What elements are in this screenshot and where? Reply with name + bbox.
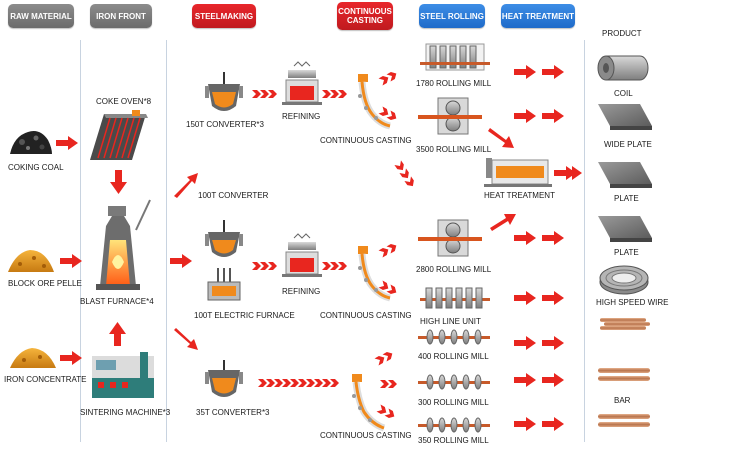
header-continuous-casting: CONTINUOUS CASTING — [337, 2, 393, 30]
plate-icon — [598, 162, 652, 188]
label-2800-mill: 2800 ROLLING MILL — [416, 265, 492, 274]
ore-pile-icon — [8, 250, 54, 272]
arrow-dashed — [252, 262, 277, 270]
label-400-mill: 400 ROLLING MILL — [418, 352, 489, 361]
arrow-dashed — [374, 350, 397, 420]
bar-icon — [598, 414, 650, 427]
label-wide-plate: WIDE PLATE — [604, 140, 652, 149]
sintering-machine-icon — [92, 352, 154, 398]
label-refining-top: REFINING — [282, 112, 321, 121]
label-35t-converter: 35T CONVERTER*3 — [196, 408, 270, 417]
label-blast-furnace: BLAST FURNACE*4 — [80, 297, 154, 306]
arrow-dashed — [322, 262, 347, 270]
divider-line — [80, 40, 81, 442]
rolling-mill-icon — [418, 417, 490, 433]
label-block-ore: BLOCK ORE PELLE — [8, 279, 82, 288]
label-electric-furnace: 100T ELECTRIC FURNACE — [194, 311, 295, 320]
label-3500-mill: 3500 ROLLING MILL — [416, 145, 492, 154]
header-steelmaking: STEELMAKING — [192, 4, 256, 28]
arrow-dashed — [378, 242, 399, 296]
rolling-mill-icon — [418, 374, 490, 390]
converter-icon — [205, 72, 243, 111]
caster-icon — [358, 74, 391, 130]
rolling-mill-icon — [420, 287, 490, 309]
divider-line — [584, 40, 585, 442]
arrow-dashed — [258, 379, 339, 387]
bar-icon — [600, 318, 650, 330]
bar-icon — [598, 368, 650, 381]
label-casting-top: CONTINUOUS CASTING — [320, 136, 412, 145]
label-coking-coal: COKING COAL — [8, 163, 64, 172]
label-350-mill: 350 ROLLING MILL — [418, 436, 489, 445]
refining-icon — [282, 61, 322, 105]
label-iron-concentrate: IRON CONCENTRATE — [4, 375, 87, 384]
arrow-dashed — [322, 90, 347, 98]
rolling-mill-icon — [420, 43, 490, 71]
label-150t-converter: 150T CONVERTER*3 — [186, 120, 264, 129]
coal-pile-icon — [10, 131, 52, 154]
label-product-title: PRODUCT — [602, 29, 642, 38]
caster-icon — [358, 246, 391, 302]
header-heat-treatment: HEAT TREATMENT — [501, 4, 575, 28]
wire-coil-icon — [599, 265, 649, 295]
label-plate-2: PLATE — [614, 248, 639, 257]
label-bar: BAR — [614, 396, 631, 405]
caster-icon — [352, 374, 386, 432]
header-raw-material: RAW MATERIAL — [8, 4, 74, 28]
label-refining-mid: REFINING — [282, 287, 321, 296]
label-100t-converter: 100T CONVERTER — [198, 191, 269, 200]
label-plate-1: PLATE — [614, 194, 639, 203]
coil-icon — [597, 55, 649, 81]
plate-icon — [598, 104, 652, 130]
converter-icon — [205, 360, 243, 397]
header-iron-front: IRON FRONT — [90, 4, 152, 28]
arrow-dashed — [378, 70, 417, 189]
header-steel-rolling: STEEL ROLLING — [419, 4, 485, 28]
label-coil: COIL — [614, 89, 633, 98]
heat-treatment-furnace-icon — [484, 158, 552, 187]
rolling-mill-icon — [418, 219, 482, 257]
blast-furnace-icon — [96, 199, 151, 290]
arrow-dashed — [252, 90, 277, 98]
converter-icon — [205, 220, 243, 257]
rolling-mill-icon — [418, 97, 482, 135]
label-300-mill: 300 ROLLING MILL — [418, 398, 489, 407]
electric-furnace-icon — [207, 268, 241, 301]
label-casting-mid: CONTINUOUS CASTING — [320, 311, 412, 320]
label-1780-mill: 1780 ROLLING MILL — [416, 79, 492, 88]
coke-oven-icon — [90, 110, 148, 160]
refining-icon — [282, 233, 322, 277]
divider-line — [166, 40, 167, 442]
label-coke-oven: COKE OVEN*8 — [96, 97, 152, 106]
label-casting-bottom: CONTINUOUS CASTING — [320, 431, 412, 440]
plate-icon — [598, 216, 652, 242]
label-high-speed-wire: HIGH SPEED WIRE — [596, 298, 669, 307]
label-sintering-machine: SINTERING MACHINE*3 — [80, 408, 171, 417]
rolling-mill-icon — [418, 329, 490, 345]
label-heat-treatment: HEAT TREATMENT — [484, 191, 555, 200]
label-high-line-unit: HIGH LINE UNIT — [420, 317, 481, 326]
ore-pile-icon — [10, 348, 56, 368]
